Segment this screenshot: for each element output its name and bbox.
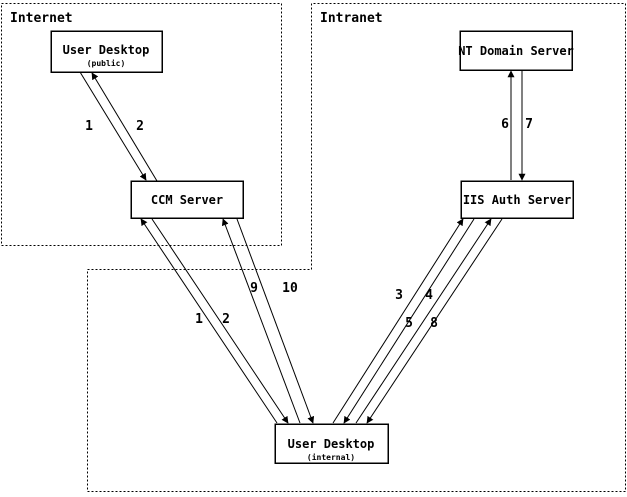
edge-line-9-internal-desktop-to-ccm <box>221 218 301 424</box>
intranet-region-label: Intranet <box>320 11 383 26</box>
edge-label-8: 8 <box>430 316 438 331</box>
iis-auth-server-title: IIS Auth Server <box>463 193 571 207</box>
intranet-region-border <box>87 3 626 492</box>
edge-label-1-public: 1 <box>85 119 93 134</box>
edge-line-4-iis-to-internal-desktop <box>343 218 475 424</box>
edge-line-1-public-desktop-to-ccm <box>79 71 147 181</box>
edge-line-2-ccm-to-public-desktop <box>91 72 158 182</box>
ccm-server-title: CCM Server <box>151 193 223 207</box>
edge-line-5-internal-desktop-to-iis <box>355 218 492 424</box>
edge-label-1-internal: 1 <box>195 312 203 327</box>
edge-label-4: 4 <box>425 288 433 303</box>
user-desktop-internal-subtitle: (internal) <box>307 452 355 462</box>
edge-line-2-ccm-to-internal-desktop <box>151 218 289 424</box>
ccm-server-box <box>130 180 244 219</box>
node-ccm-server: CCM Server <box>130 180 244 219</box>
edge-label-2-internal: 2 <box>222 312 230 327</box>
node-iis-auth-server: IIS Auth Server <box>460 180 574 219</box>
node-nt-domain-server: NT Domain Server <box>458 30 574 71</box>
edge-label-6: 6 <box>501 117 509 132</box>
nt-domain-server-title: NT Domain Server <box>458 44 574 58</box>
node-user-desktop-public: User Desktop (public) <box>50 30 163 73</box>
node-user-desktop-internal: User Desktop (internal) <box>274 423 389 464</box>
nt-domain-server-box <box>459 30 573 71</box>
edge-line-10-ccm-to-internal-desktop <box>236 218 315 424</box>
edge-line-3-internal-desktop-to-iis <box>332 218 464 424</box>
user-desktop-public-subtitle: (public) <box>87 58 126 68</box>
user-desktop-internal-title: User Desktop <box>288 437 375 451</box>
internet-region-border <box>1 3 282 246</box>
edge-label-2-public: 2 <box>136 119 144 134</box>
edge-label-5: 5 <box>405 316 413 331</box>
iis-auth-server-box <box>460 180 574 219</box>
edge-line-1-internal-desktop-to-ccm <box>140 218 278 424</box>
user-desktop-public-box <box>50 30 163 73</box>
edge-label-3: 3 <box>395 288 403 303</box>
edge-label-7: 7 <box>525 117 533 132</box>
internet-region-label: Internet <box>10 11 73 26</box>
edge-line-8-iis-to-internal-desktop <box>366 218 503 424</box>
user-desktop-public-title: User Desktop <box>63 43 150 57</box>
edge-label-9: 9 <box>250 281 258 296</box>
user-desktop-internal-box <box>274 423 389 464</box>
edge-label-10: 10 <box>282 281 298 296</box>
